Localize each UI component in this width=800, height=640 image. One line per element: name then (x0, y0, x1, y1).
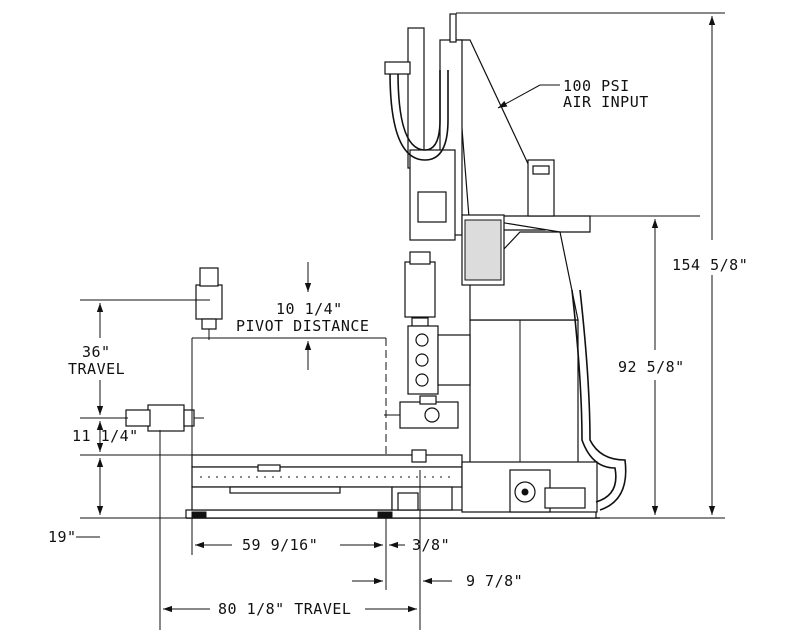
air-input-label: AIR INPUT (563, 93, 649, 111)
pivot-offset-dimension: 10 1/4" (276, 300, 343, 318)
pivot-height-dimension: 92 5/8" (618, 358, 685, 376)
machine-outline (185, 13, 627, 519)
pivot-envelope (191, 337, 387, 455)
tool-head-upper (195, 267, 223, 340)
horizontal-travel-dimension: 80 1/8" TRAVEL (218, 600, 351, 618)
small-offset-dimension: 3/8" (412, 536, 450, 554)
vertical-travel-label: TRAVEL (68, 360, 125, 378)
vertical-travel-dimension: 36" (82, 343, 111, 361)
base-height-dimension: 19" (48, 528, 77, 546)
column-offset-dimension: 9 7/8" (466, 572, 523, 590)
tool-head-lower (125, 404, 204, 432)
horizontal-span-dimension: 59 9/16" (242, 536, 318, 554)
extension-lines (80, 12, 725, 630)
low-head-dimension: 11 1/4" (72, 427, 139, 445)
dimension-lines (76, 16, 716, 613)
pivot-distance-label: PIVOT DISTANCE (236, 317, 369, 335)
air-input-pressure-label: 100 PSI (563, 77, 630, 95)
overall-height-dimension: 154 5/8" (672, 256, 748, 274)
